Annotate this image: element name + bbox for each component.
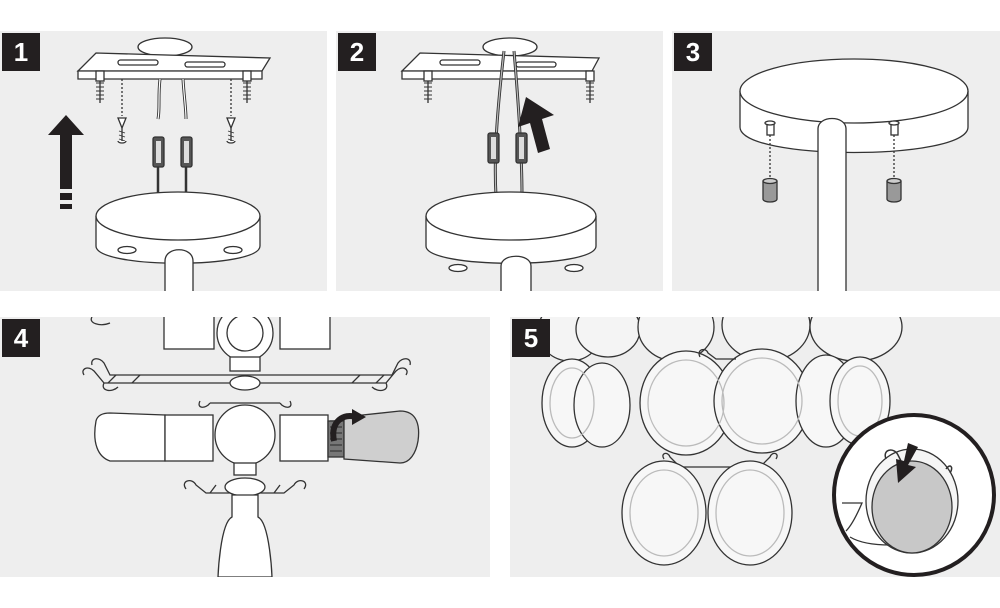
step-1-number: 1: [2, 33, 40, 71]
step-1-panel: 1: [0, 31, 327, 291]
step-4-panel: 4: [0, 317, 490, 577]
step-3-illustration: [739, 58, 969, 291]
up-arrow-icon: [518, 97, 554, 153]
canopy-screw-left: [117, 117, 127, 144]
step-5-illustration: [537, 317, 996, 577]
step-5-panel: 5: [510, 317, 1000, 577]
step-2-panel: 2: [336, 31, 663, 291]
step-4-number: 4: [2, 319, 40, 357]
canopy: [95, 191, 261, 291]
step-5-number: 5: [512, 319, 550, 357]
step-3-panel: 3: [672, 31, 1000, 291]
bracket-screw-left: [423, 70, 433, 103]
socket-left: [164, 414, 214, 462]
mounting-bracket: [400, 52, 601, 72]
step-2-number: 2: [338, 33, 376, 71]
glass-disc: [541, 348, 891, 456]
hook-bar: [82, 367, 408, 384]
step-3-number: 3: [674, 33, 712, 71]
canopy: [425, 191, 597, 291]
mounting-bracket: [76, 52, 272, 72]
detail-zoom: [832, 413, 996, 577]
glass-disc: [621, 460, 793, 566]
bracket-screw-right: [585, 70, 595, 103]
canopy: [739, 58, 969, 154]
glass-disc-detail: [871, 460, 953, 554]
step-4-illustration: [82, 317, 420, 577]
socket-right: [279, 414, 329, 462]
bulb-left: [94, 412, 166, 462]
cap-nut-right: [886, 177, 902, 203]
step-2-illustration: [400, 37, 601, 291]
bracket-screw-right: [242, 70, 252, 103]
lamp-stem: [217, 494, 273, 577]
glass-disc: [537, 317, 903, 362]
cap-nut-left: [762, 177, 778, 203]
lamp-stem: [817, 117, 847, 291]
down-arrow-icon: [896, 443, 918, 483]
step-1-illustration: [48, 37, 272, 291]
center-hub: [214, 404, 276, 466]
rotate-arrow-icon: [330, 409, 366, 442]
up-arrow-icon: [48, 115, 84, 209]
bracket-screw-left: [95, 70, 105, 103]
canopy-screw-right: [226, 117, 236, 144]
